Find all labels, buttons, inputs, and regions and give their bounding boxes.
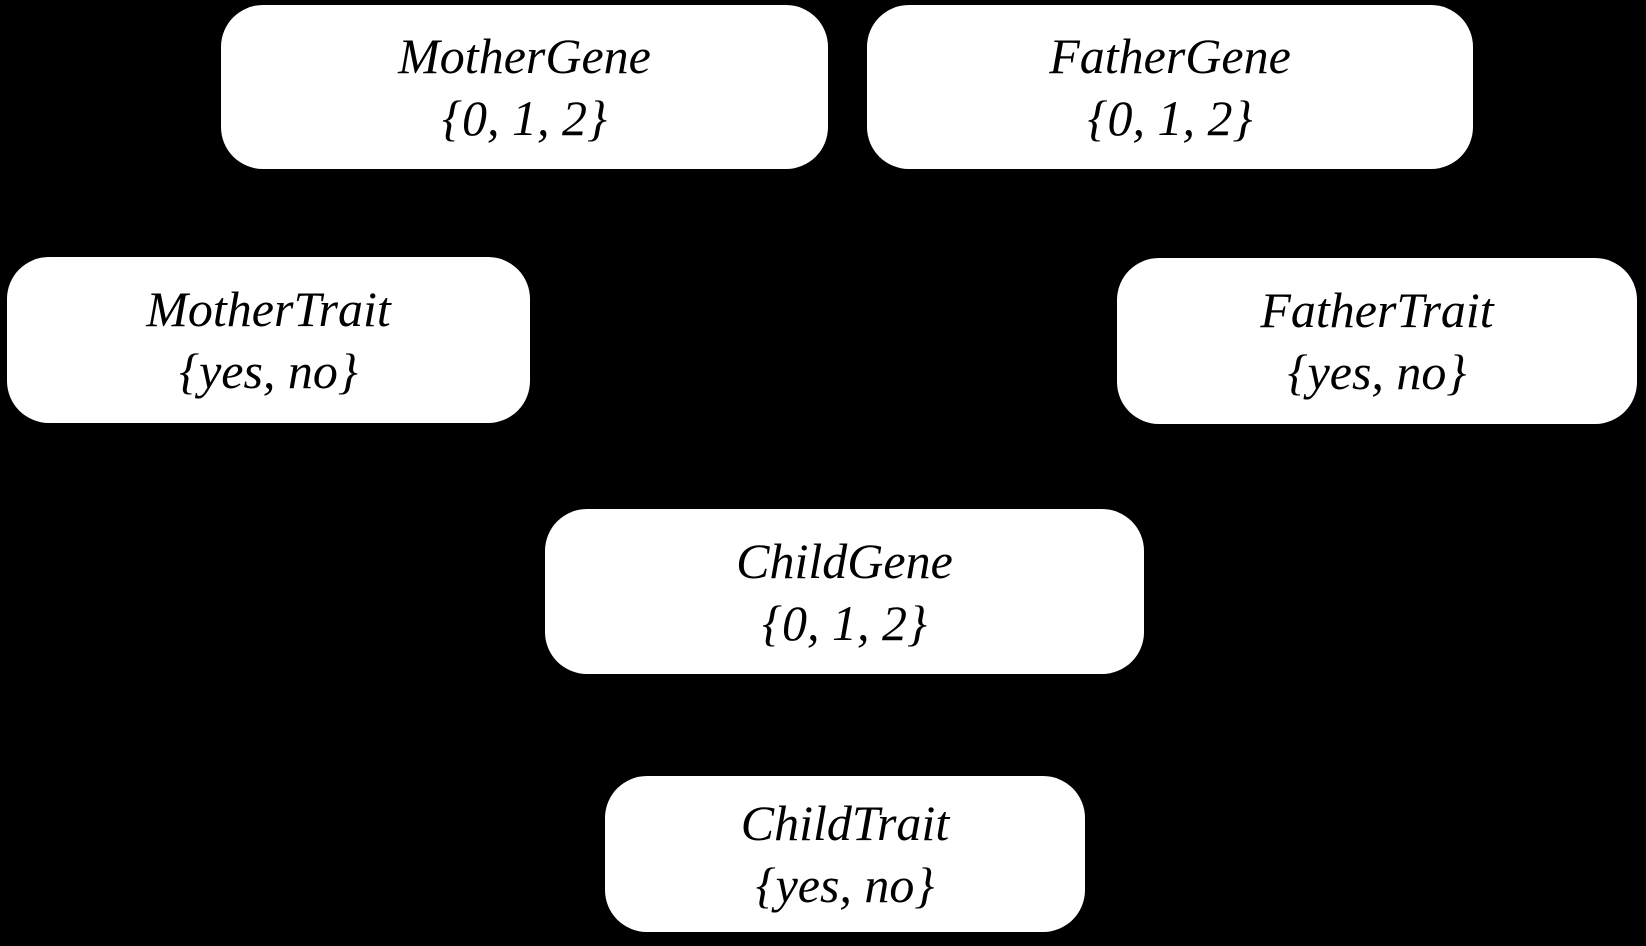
- node-domain: {yes, no}: [755, 857, 935, 913]
- node-label: FatherGene: [1049, 28, 1291, 84]
- node-domain: {0, 1, 2}: [1087, 90, 1253, 146]
- node-domain: {0, 1, 2}: [762, 594, 927, 651]
- node-label: MotherTrait: [146, 281, 391, 337]
- node-label: FatherTrait: [1260, 282, 1494, 338]
- node-domain: {yes, no}: [1287, 344, 1467, 400]
- node-child-gene: ChildGene {0, 1, 2}: [545, 509, 1144, 674]
- node-father-gene: FatherGene {0, 1, 2}: [867, 5, 1473, 169]
- node-mother-trait: MotherTrait {yes, no}: [7, 257, 530, 423]
- node-father-trait: FatherTrait {yes, no}: [1117, 258, 1637, 424]
- node-label: ChildGene: [736, 532, 953, 589]
- node-child-trait: ChildTrait {yes, no}: [605, 776, 1085, 932]
- node-label: ChildTrait: [740, 795, 950, 851]
- node-domain: {yes, no}: [179, 343, 358, 399]
- node-domain: {0, 1, 2}: [442, 90, 607, 146]
- node-mother-gene: MotherGene {0, 1, 2}: [221, 5, 828, 169]
- node-label: MotherGene: [398, 28, 651, 84]
